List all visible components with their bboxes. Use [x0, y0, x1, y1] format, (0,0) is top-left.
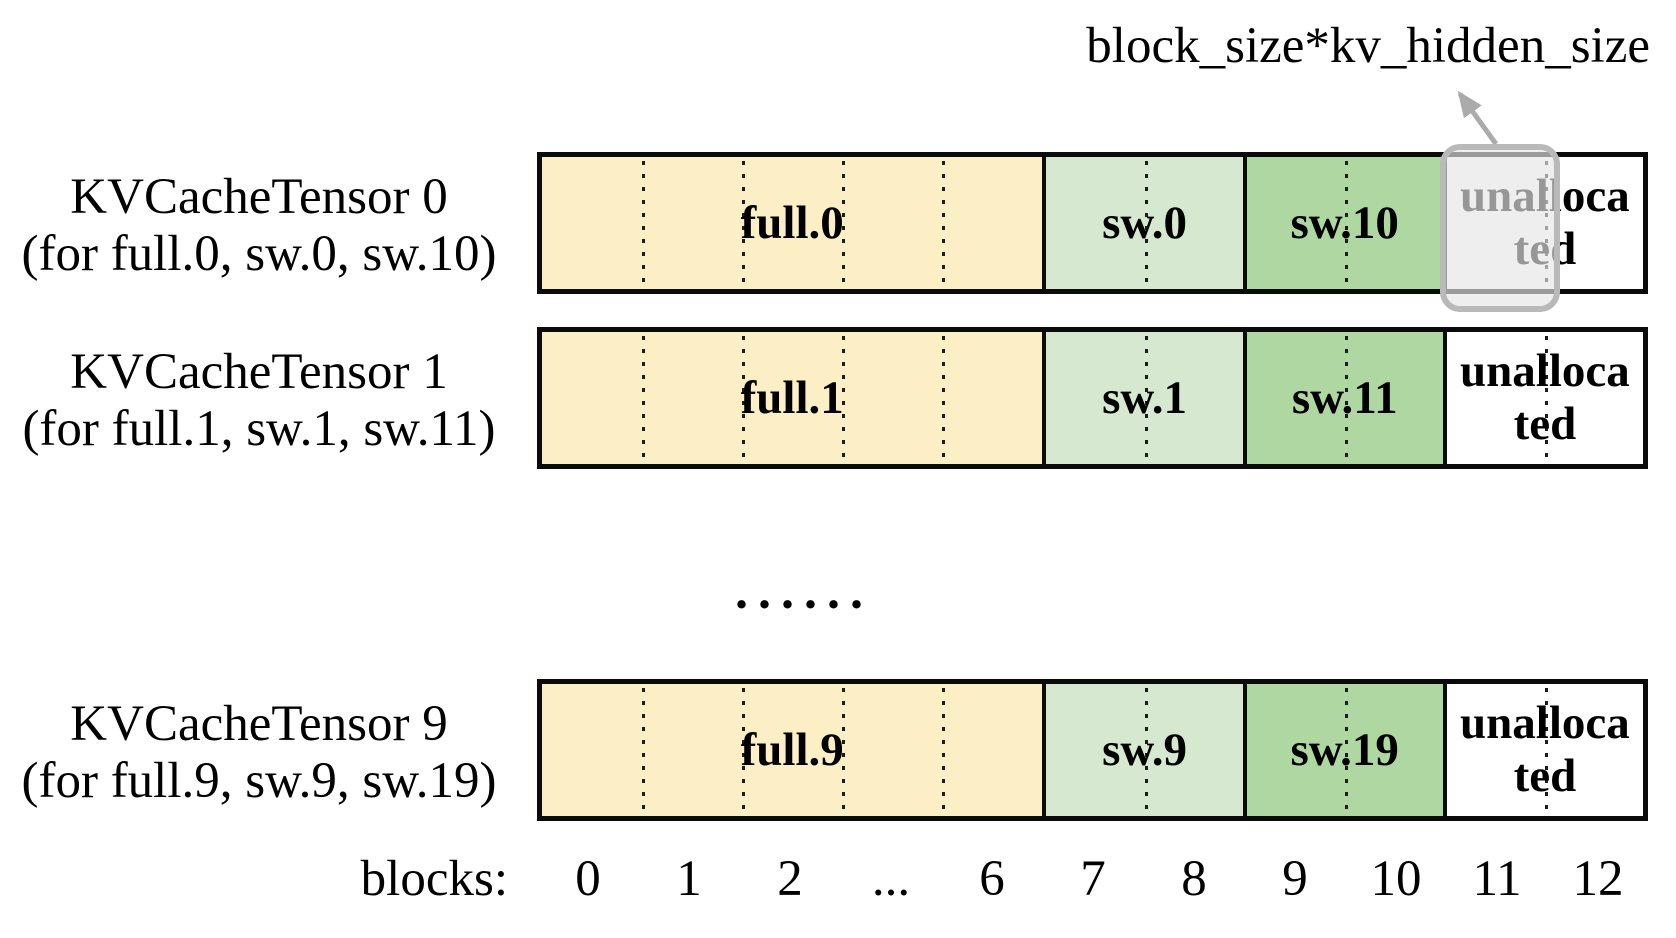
block-index-label: 10: [1370, 851, 1422, 907]
tensor-subtitle: (for full.0, sw.0, sw.10): [21, 226, 497, 282]
kvcache-tensor-bar: full.1 sw.1 sw.11 unallocated: [537, 327, 1648, 469]
block-divider-dotted-line: [842, 336, 846, 460]
more-tensors-ellipsis: ......: [735, 563, 873, 620]
section-label: unallocated: [1460, 345, 1630, 450]
block-divider-dotted-line: [742, 688, 746, 812]
tensor-title: KVCacheTensor 9: [70, 696, 448, 752]
tensor-subtitle: (for full.9, sw.9, sw.19): [21, 753, 497, 809]
block-divider-dotted-line: [1544, 336, 1548, 460]
block-index-label: 6: [979, 851, 1005, 907]
tensor-row-label: KVCacheTensor 1 (for full.1, sw.1, sw.11…: [12, 338, 506, 458]
kvcache-tensor-row-1: KVCacheTensor 1 (for full.1, sw.1, sw.11…: [0, 327, 1676, 469]
section-label: unallocated: [1460, 697, 1630, 802]
unallocated-section: unallocated: [1442, 684, 1643, 816]
block-size-annotation: block_size*kv_hidden_size: [1086, 18, 1650, 74]
section-label: full.0: [740, 196, 844, 249]
block-divider-dotted-line: [1544, 688, 1548, 812]
block-divider-dotted-line: [1144, 688, 1148, 812]
sliding-window-2-section: sw.10: [1242, 157, 1443, 289]
kvcache-tensor-row-0: KVCacheTensor 0 (for full.0, sw.0, sw.10…: [0, 144, 1676, 312]
block-divider-dotted-line: [942, 688, 946, 812]
tensor-row-label: KVCacheTensor 9 (for full.9, sw.9, sw.19…: [12, 690, 506, 810]
full-blocks-section: full.1: [542, 332, 1043, 464]
section-label: sw.1: [1102, 371, 1187, 424]
block-index-label: 8: [1181, 851, 1207, 907]
section-label: sw.11: [1291, 371, 1398, 424]
tensor-title: KVCacheTensor 0: [70, 169, 448, 225]
block-index-label: 12: [1572, 851, 1624, 907]
block-index-label: 1: [676, 851, 702, 907]
blocks-axis: blocks: 0 1 2 ... 6 7 8 9 10 11 12: [0, 850, 1676, 910]
block-index-label: 11: [1472, 851, 1522, 907]
sliding-window-2-section: sw.19: [1242, 684, 1443, 816]
section-label: sw.19: [1290, 723, 1399, 776]
block-divider-dotted-line: [1344, 688, 1348, 812]
kvcache-tensor-bar: full.9 sw.9 sw.19 unallocated: [537, 679, 1648, 821]
block-size-highlight-box: [1440, 144, 1560, 312]
annotation-arrow: [1457, 90, 1499, 146]
kvcache-tensor-row-9: KVCacheTensor 9 (for full.9, sw.9, sw.19…: [0, 679, 1676, 821]
block-divider-dotted-line: [842, 688, 846, 812]
block-divider-dotted-line: [942, 161, 946, 285]
block-divider-dotted-line: [642, 688, 646, 812]
sliding-window-section: sw.9: [1042, 684, 1243, 816]
blocks-axis-caption: blocks:: [360, 851, 508, 907]
unallocated-section: unallocated: [1442, 332, 1643, 464]
tensor-title: KVCacheTensor 1: [70, 344, 448, 400]
sliding-window-section: sw.1: [1042, 332, 1243, 464]
full-blocks-section: full.9: [542, 684, 1043, 816]
block-divider-dotted-line: [1344, 336, 1348, 460]
block-divider-dotted-line: [642, 161, 646, 285]
section-label: full.1: [740, 371, 844, 424]
block-index-label: 7: [1080, 851, 1106, 907]
full-blocks-section: full.0: [542, 157, 1043, 289]
section-label: sw.9: [1102, 723, 1187, 776]
sliding-window-section: sw.0: [1042, 157, 1243, 289]
block-divider-dotted-line: [942, 336, 946, 460]
block-divider-dotted-line: [642, 336, 646, 460]
block-divider-dotted-line: [742, 161, 746, 285]
block-divider-dotted-line: [1344, 161, 1348, 285]
block-divider-dotted-line: [742, 336, 746, 460]
block-divider-dotted-line: [1144, 161, 1148, 285]
block-index-label: 9: [1282, 851, 1308, 907]
block-divider-dotted-line: [1144, 336, 1148, 460]
section-label: sw.10: [1290, 196, 1399, 249]
block-index-ellipsis: ...: [871, 851, 911, 907]
section-label: full.9: [740, 723, 844, 776]
sliding-window-2-section: sw.11: [1242, 332, 1443, 464]
tensor-subtitle: (for full.1, sw.1, sw.11): [22, 401, 496, 457]
tensor-row-label: KVCacheTensor 0 (for full.0, sw.0, sw.10…: [12, 163, 506, 283]
section-label: sw.0: [1102, 196, 1187, 249]
kvcache-tensor-bar: full.0 sw.0 sw.10 unallocated: [537, 144, 1648, 312]
block-index-label: 0: [575, 851, 601, 907]
block-divider-dotted-line: [842, 161, 846, 285]
block-index-label: 2: [777, 851, 803, 907]
